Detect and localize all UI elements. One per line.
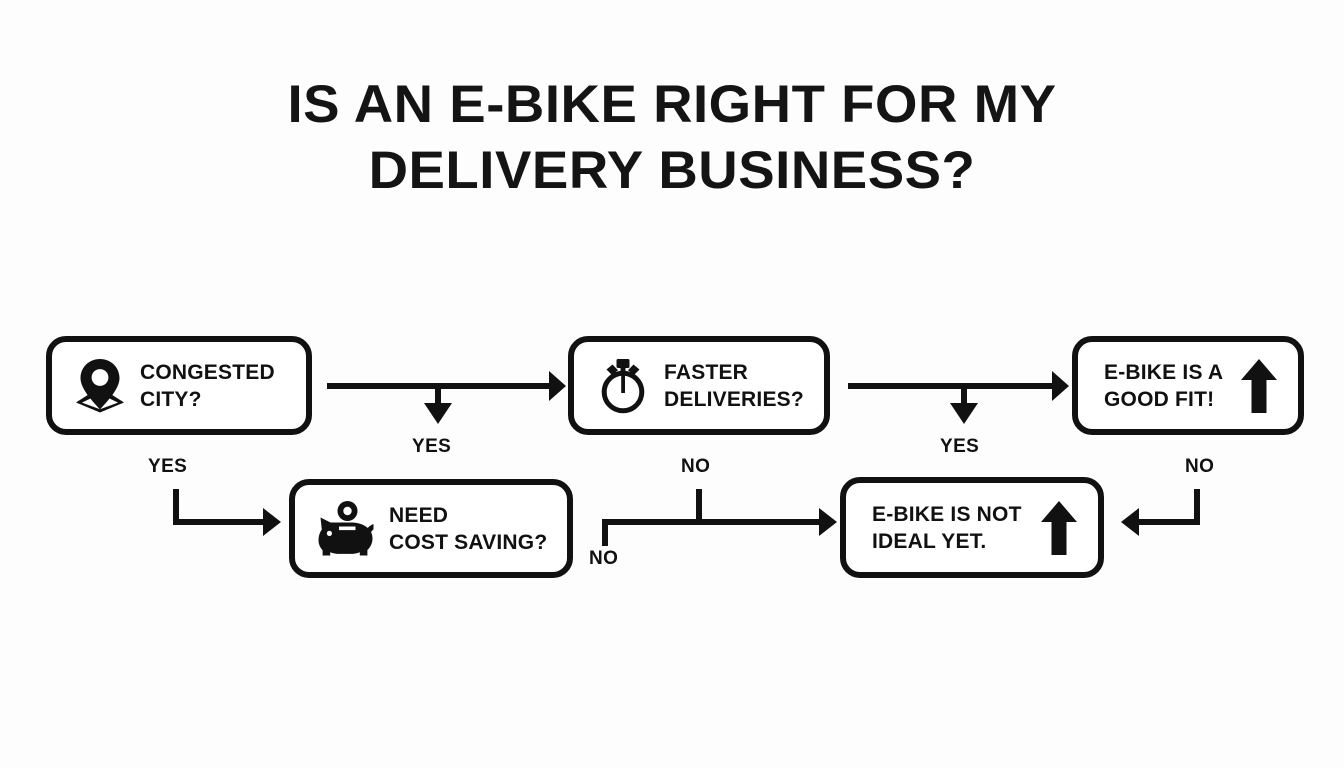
edge-branch-yes-down-right	[950, 386, 978, 424]
edge-faster-to-goodfit	[848, 371, 1069, 401]
edge-label-yes-to-cost-saving: YES	[412, 436, 452, 457]
edge-city-yes-to-cost	[173, 489, 281, 536]
edge-cost-no-to-notideal	[602, 508, 837, 546]
page-title: IS AN E-BIKE RIGHT FOR MY DELIVERY BUSIN…	[0, 72, 1344, 204]
node-not-ideal-yet[interactable]: E-BIKE IS NOT IDEAL YET.	[840, 477, 1104, 578]
edge-label-yes-good-fit: YES	[940, 436, 980, 457]
page-title-line-2: DELIVERY BUSINESS?	[368, 141, 976, 200]
page-title-line-1: IS AN E-BIKE RIGHT FOR MY	[287, 75, 1057, 134]
piggy-bank-icon	[317, 500, 375, 558]
node-need-cost-saving-label: NEED COST SAVING?	[389, 503, 548, 554]
node-good-fit[interactable]: E-BIKE IS A GOOD FIT!	[1072, 336, 1304, 435]
edge-branch-yes-down-left	[424, 386, 452, 424]
edge-city-to-faster	[327, 371, 566, 401]
up-arrow-icon	[1040, 499, 1078, 557]
node-faster-deliveries-label: FASTER DELIVERIES?	[664, 360, 804, 411]
node-not-ideal-yet-label: E-BIKE IS NOT IDEAL YET.	[872, 502, 1022, 553]
stopwatch-icon	[596, 358, 650, 414]
edge-label-no-good-fit: NO	[1185, 456, 1215, 477]
node-faster-deliveries[interactable]: FASTER DELIVERIES?	[568, 336, 830, 435]
edge-label-no-faster-deliveries: NO	[681, 456, 711, 477]
edge-goodfit-no-to-notideal	[1121, 489, 1200, 536]
edge-label-yes-congested-city: YES	[148, 456, 188, 477]
node-good-fit-label: E-BIKE IS A GOOD FIT!	[1104, 360, 1224, 411]
node-congested-city-label: CONGESTED CITY?	[140, 360, 275, 411]
node-need-cost-saving[interactable]: NEED COST SAVING?	[289, 479, 573, 578]
edge-label-no-cost-saving: NO	[589, 548, 619, 569]
map-pin-icon	[74, 358, 126, 414]
node-congested-city[interactable]: CONGESTED CITY?	[46, 336, 312, 435]
up-arrow-icon	[1240, 357, 1278, 415]
